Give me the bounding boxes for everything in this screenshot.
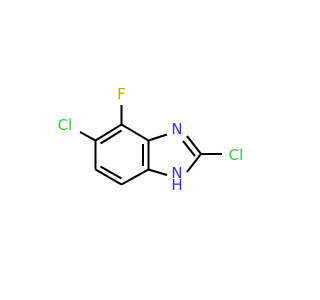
bonds: [79, 105, 222, 186]
atom-n-imine: N: [171, 120, 182, 138]
atom-n-amine: N: [171, 164, 182, 182]
bond-c5-c4-inner: [99, 129, 123, 145]
bond-c7-c6: [95, 168, 122, 186]
bond-c3a-n3: [148, 133, 168, 142]
molecule-structure: F Cl N Cl N H: [58, 85, 244, 194]
atom-h-amine: H: [171, 176, 182, 194]
bond-c5-c4: [94, 123, 123, 142]
bond-c7-c6-inner: [100, 165, 122, 180]
atom-cl-ring: Cl: [58, 116, 73, 134]
bond-c2-n1: [186, 153, 202, 173]
bond-n3-c2: [186, 135, 202, 155]
bond-n1-c7a: [148, 168, 168, 176]
atom-labels: F Cl N Cl N H: [58, 85, 244, 194]
bond-n3-c2-inner: [182, 140, 196, 157]
bond-c4-c3a: [120, 123, 150, 142]
atom-f: F: [117, 85, 126, 103]
bond-c7a-c7: [121, 168, 149, 186]
bond-c5-cl: [79, 131, 96, 142]
atom-cl-imidazole: Cl: [229, 146, 244, 164]
